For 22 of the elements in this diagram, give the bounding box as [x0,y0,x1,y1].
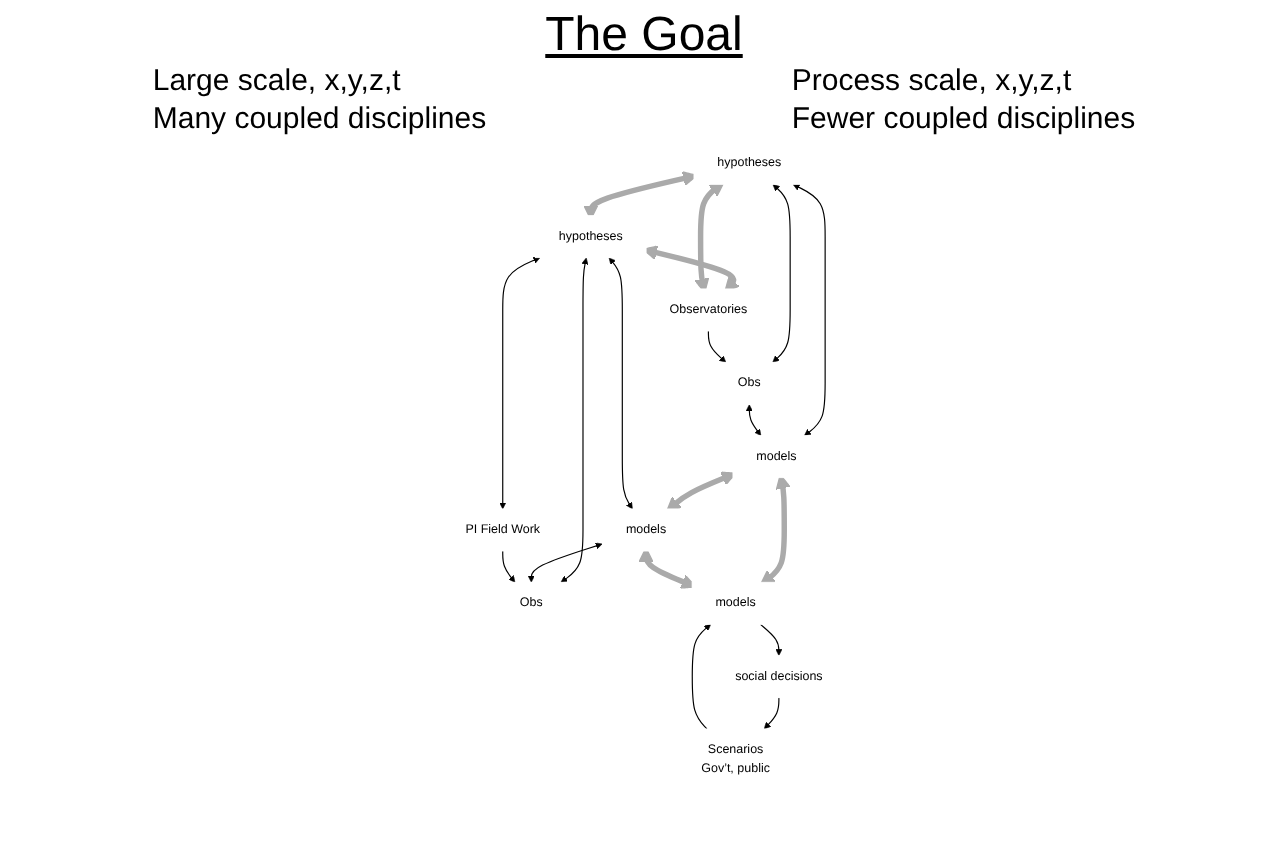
arrow [502,550,516,583]
arrow [759,623,783,656]
note-text: Many coupled disciplines [152,102,487,136]
arrow [707,330,727,363]
arrow [745,404,762,436]
arrow [763,697,780,730]
arrow [691,624,711,730]
arrow [560,257,589,583]
arrow [792,184,826,436]
arrow [608,257,633,510]
arrow [583,171,698,220]
title: The Goal [543,8,745,64]
arrow [772,184,791,363]
note-text: Fewer coupled disciplines [791,102,1136,136]
note-text: Process scale, x,y,z,t [791,64,1074,98]
note-text: Large scale, x,y,z,t [152,64,403,98]
arrow [666,471,737,513]
arrow [499,257,541,510]
arrow [759,474,791,586]
arrow [527,542,603,583]
arrow [638,547,697,589]
arrow [642,245,740,293]
